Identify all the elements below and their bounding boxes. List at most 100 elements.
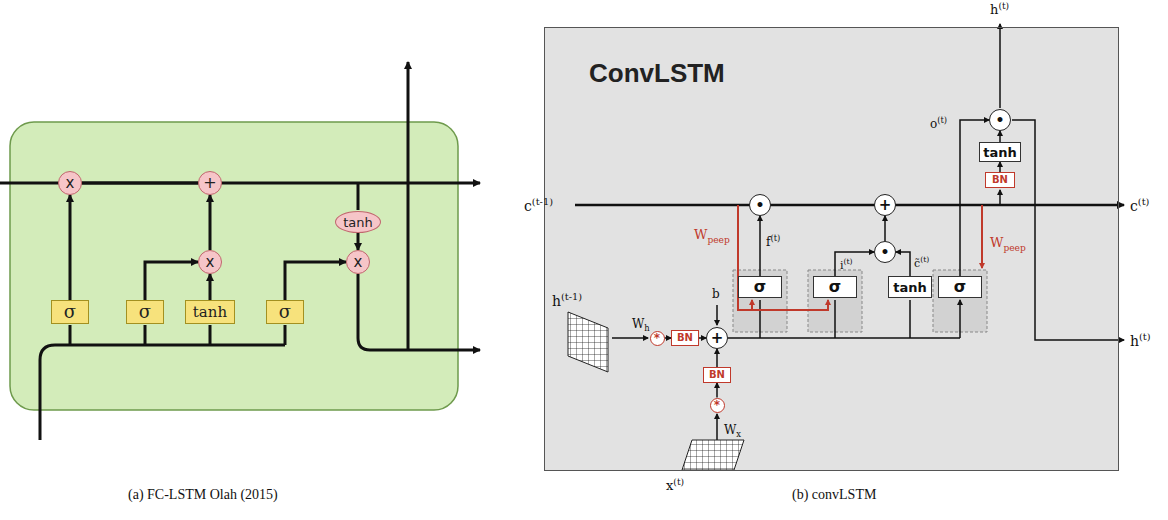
label-index: peep <box>1003 243 1025 253</box>
signal-label: x(t) <box>666 478 684 492</box>
node-text: + <box>203 175 216 191</box>
node-text: BN <box>992 175 1008 185</box>
activation-box: σ <box>813 276 857 298</box>
label-index: x <box>736 429 741 439</box>
operator-circle: + <box>706 327 728 349</box>
node-text: ConvLSTM <box>589 60 725 86</box>
label-index: (t) <box>844 257 853 266</box>
connector <box>699 337 706 339</box>
signal-label: f(t) <box>766 234 780 248</box>
activation-box: σ <box>738 276 782 298</box>
connector <box>999 131 1001 142</box>
caption-text: (a) FC-LSTM Olah (2015) <box>128 488 278 502</box>
node-text: • <box>756 198 765 212</box>
connector <box>285 262 346 300</box>
operator-circle: + <box>198 171 222 195</box>
node-text: * <box>654 332 660 344</box>
label-text: h <box>990 2 998 17</box>
connector <box>771 204 874 206</box>
node-text: σ <box>829 279 841 295</box>
operator-circle: x <box>58 171 82 195</box>
node-text: x <box>354 255 363 270</box>
label-index: (t) <box>673 477 684 487</box>
signal-label: h(t) <box>990 2 1009 16</box>
connector <box>759 216 761 276</box>
node-text: tanh <box>193 305 227 320</box>
signal-label: b <box>712 288 720 300</box>
convlstm-panel: ConvLSTM•tanhBN•+•σσtanhσ*BN+BN* <box>545 28 1118 470</box>
signal-label: o(t) <box>930 116 947 130</box>
node-text: σ <box>64 303 76 321</box>
gate-layer: σ <box>126 300 164 324</box>
node-text: σ <box>139 303 151 321</box>
batchnorm-box: BN <box>985 172 1015 188</box>
batchnorm-box: BN <box>703 367 731 383</box>
label-index: (t) <box>770 233 780 243</box>
label-text: (b) convLSTM <box>792 487 876 502</box>
operator-circle: x <box>198 250 222 274</box>
signal-label: Wh <box>632 318 650 333</box>
gate-layer: σ <box>266 300 304 324</box>
node-text: BN <box>677 333 693 343</box>
node-text: x <box>66 176 75 191</box>
activation-box: tanh <box>888 276 932 298</box>
label-index: (t) <box>1139 331 1151 342</box>
label-text: i <box>840 259 844 272</box>
node-text: σ <box>754 279 766 295</box>
node-text: σ <box>279 303 291 321</box>
label-index: (t) <box>937 115 947 125</box>
label-text: b <box>712 287 720 301</box>
operator-circle: + <box>874 194 896 216</box>
activation-ellipse: tanh <box>335 211 381 233</box>
label-text: f <box>766 235 770 249</box>
connector <box>716 383 718 398</box>
operator-circle: x <box>346 250 370 274</box>
label-index: (t) <box>920 255 929 264</box>
batchnorm-box: BN <box>671 330 699 346</box>
label-text: W <box>632 317 644 331</box>
connector <box>896 252 910 276</box>
label-text: h <box>1130 333 1139 349</box>
label-index: (t-1) <box>532 196 553 207</box>
node-text: x <box>206 255 215 270</box>
connector <box>835 252 874 276</box>
signal-label: i(t) <box>840 258 853 271</box>
signal-label: Wpeep <box>694 228 730 245</box>
label-text: c <box>1130 198 1138 214</box>
connector <box>69 195 72 300</box>
operator-circle: • <box>874 241 896 263</box>
node-text: tanh <box>893 281 927 294</box>
label-text: o <box>930 117 937 131</box>
activation-box: tanh <box>979 142 1021 162</box>
node-text: tanh <box>343 216 373 229</box>
label-text: c̃ <box>914 257 920 270</box>
connector <box>999 162 1001 172</box>
connector <box>357 233 360 250</box>
convolution-circle: * <box>710 398 725 413</box>
label-text: W <box>990 235 1003 250</box>
signal-label: Wpeep <box>990 236 1026 253</box>
node-text: BN <box>709 370 725 380</box>
caption-text: (b) convLSTM <box>792 488 876 502</box>
signal-label: h(t) <box>1130 332 1151 348</box>
gate-layer: tanh <box>185 300 235 324</box>
activation-box: σ <box>938 276 982 298</box>
connector <box>145 262 198 300</box>
label-index: peep <box>707 235 729 245</box>
node-text: • <box>881 245 890 259</box>
node-text: + <box>879 198 892 213</box>
label-index: h <box>644 323 649 333</box>
label-index: (t) <box>1138 196 1150 207</box>
connector <box>716 349 718 367</box>
node-text: + <box>711 331 724 346</box>
signal-label: h(t-1) <box>552 292 582 308</box>
operator-circle: • <box>749 194 771 216</box>
connector <box>884 216 886 241</box>
signal-label: Wx <box>724 424 741 439</box>
node-text: * <box>714 399 720 411</box>
label-index: (t) <box>998 1 1009 11</box>
node-text: σ <box>954 279 966 295</box>
node-text: • <box>996 113 1005 127</box>
label-text: W <box>724 423 736 437</box>
